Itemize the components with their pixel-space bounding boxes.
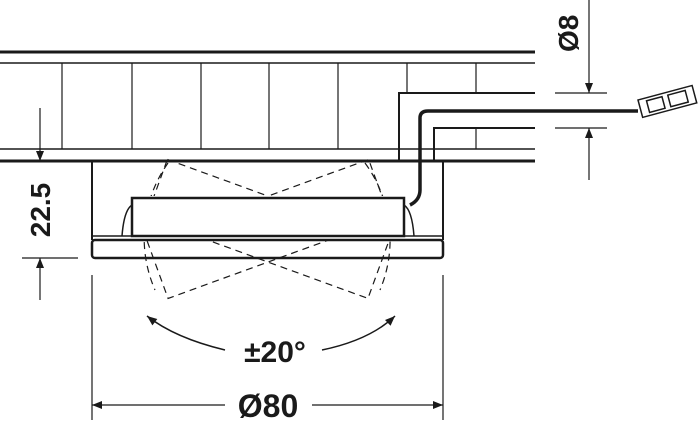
ceiling-panel: [0, 50, 535, 163]
tilt-arc: [146, 315, 396, 351]
mount-depth-label: 22.5: [25, 183, 56, 238]
tilt-angle-label: ±20°: [244, 336, 306, 369]
lamp-housing: [90, 161, 445, 260]
cable-diameter-label: Ø8: [553, 15, 584, 52]
connector-icon: [637, 84, 698, 119]
outer-diameter-label: Ø80: [238, 388, 298, 423]
dimension-mount-depth: [22, 108, 78, 300]
tilt-positions: [143, 158, 391, 300]
dimension-outer-diameter: [91, 275, 444, 420]
cable-with-connector: [409, 84, 698, 207]
dimension-cable-diameter: [555, 0, 607, 180]
